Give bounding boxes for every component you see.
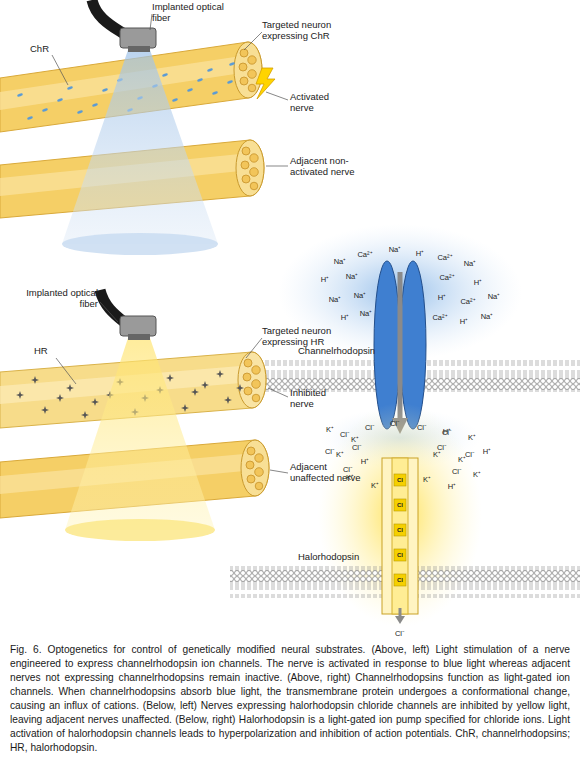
ion-label: H⁺ — [332, 313, 358, 323]
ion-label: Na⁺ — [457, 259, 483, 269]
ion-label: Cl⁻ — [344, 443, 370, 453]
ion-label: Cl — [387, 525, 413, 535]
yellow-light-cone — [65, 338, 215, 530]
ion-label: Na⁺ — [474, 312, 500, 322]
fiber-cable — [92, 0, 124, 34]
ion-label: H⁺ — [429, 293, 455, 303]
part-label: ChR — [30, 44, 60, 55]
fascicles — [241, 147, 258, 190]
part-label: Adjacent non-activated nerve — [290, 156, 380, 178]
ion-label: H⁺ — [312, 275, 338, 285]
ion-label: H⁺ — [465, 278, 491, 288]
ion-label: H⁺ — [439, 482, 465, 492]
ion-label: Cl⁻ — [444, 467, 470, 477]
leader-lines — [56, 302, 288, 473]
fiber-tip — [128, 334, 150, 340]
ion-label: Cl⁻ — [332, 430, 358, 440]
ion-label: Ca²⁺ — [455, 297, 481, 307]
ion-label: H⁺ — [474, 447, 500, 457]
light-spot — [65, 519, 215, 541]
ion-label: Cl — [387, 475, 413, 485]
ion-label: Na⁺ — [339, 272, 365, 282]
part-label: Targeted neuron expressing HR — [262, 326, 366, 348]
ion-label: Ca²⁺ — [352, 250, 378, 260]
ion-label: Cl⁻ — [429, 443, 455, 453]
arrow-head — [395, 616, 405, 624]
light-spot — [62, 233, 218, 255]
part-label: Implanted optical fiber — [152, 2, 224, 24]
ion-label: H⁺ — [352, 457, 378, 467]
part-label: Adjacent unaffected nerve — [290, 462, 370, 484]
ion-label: Cl⁻ — [387, 629, 413, 639]
ion-label: Ca²⁺ — [427, 313, 453, 323]
ion-label: K⁺ — [459, 433, 485, 443]
ion-label: K⁺ — [317, 425, 343, 435]
ion-label: Cl⁻ — [335, 465, 361, 475]
ion-label: K⁺ — [362, 481, 388, 491]
ion-label: Cl⁻ — [434, 428, 460, 438]
part-label: Activated nerve — [290, 92, 350, 114]
fascicles — [243, 359, 260, 402]
blue-light-cone — [62, 50, 218, 244]
part-label: Inhibited nerve — [290, 388, 350, 410]
nerve-end — [238, 352, 266, 408]
ion-label: Na⁺ — [481, 292, 507, 302]
protein-label: Channelrhodopsin — [298, 346, 393, 357]
chloride-pump — [382, 458, 418, 614]
ion-label: K⁺ — [464, 470, 490, 480]
part-label: HR — [34, 346, 64, 357]
ion-label: Ca²⁺ — [432, 253, 458, 263]
fiber-ferrule — [120, 28, 156, 48]
ion-label: Cl⁻ — [317, 447, 343, 457]
ion-label: Cl — [387, 575, 413, 585]
fascicles — [246, 447, 263, 490]
fiber-tip — [128, 46, 150, 52]
ion-label: Na⁺ — [347, 291, 373, 301]
ion-label: Cl⁻ — [457, 450, 483, 460]
ion-label: Na⁺ — [353, 309, 379, 319]
fascicles — [239, 49, 256, 92]
part-label: Implanted optical fiber — [24, 288, 98, 310]
nerve-end — [236, 140, 264, 196]
ion-label: H⁺ — [451, 317, 477, 327]
nerve-end — [234, 42, 262, 98]
ion-label: Cl⁻ — [357, 423, 383, 433]
ion-label: Na⁺ — [382, 245, 408, 255]
ion-label: Ca²⁺ — [434, 273, 460, 283]
part-label: Targeted neuron expressing ChR — [262, 20, 362, 42]
fiber-ferrule — [120, 316, 156, 336]
ion-label: K⁺ — [414, 475, 440, 485]
ion-label: Na⁺ — [322, 295, 348, 305]
ion-label: Cl — [387, 500, 413, 510]
protein-label: Halorhodopsin — [298, 552, 393, 563]
ion-label: Cl⁻ — [409, 423, 435, 433]
ion-label: Cl⁻ — [382, 419, 408, 429]
ion-label: Cl — [387, 550, 413, 560]
ion-label: Na⁺ — [327, 257, 353, 267]
ion-flow-arrow — [398, 272, 403, 420]
nerve-end — [241, 440, 269, 496]
ion-label: H⁺ — [407, 249, 433, 259]
figure-caption: Fig. 6. Optogenetics for control of gene… — [10, 643, 570, 755]
leader-lines — [52, 14, 288, 166]
